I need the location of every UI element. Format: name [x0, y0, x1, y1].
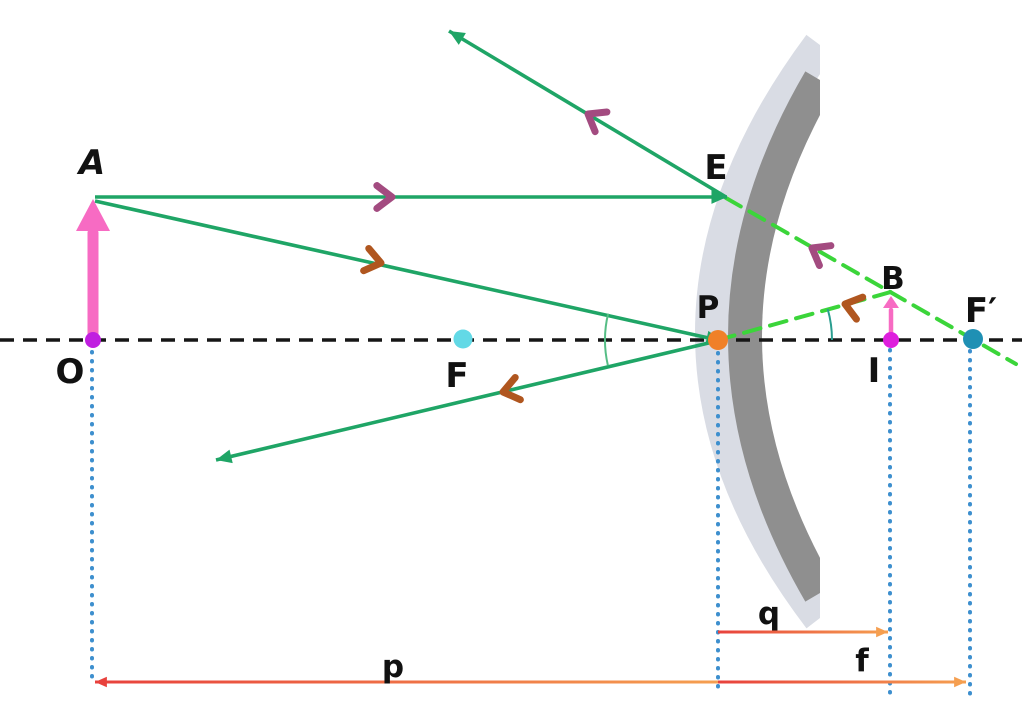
virtual-extension-lower: [716, 288, 900, 342]
cardinal-points-layer: [85, 329, 983, 350]
incidence-reflection-arc: [604, 313, 610, 366]
point-Fprime-dot: [963, 329, 983, 349]
chevron-extension-upper: [808, 242, 835, 269]
real-rays-layer: [94, 29, 727, 464]
label-B: B: [881, 261, 905, 297]
angle-arcs-layer: [604, 308, 833, 366]
dimension-f-arrowhead: [954, 676, 966, 688]
mirror-group: [695, 34, 820, 629]
mirror-layer: [695, 34, 820, 629]
chevron-reflected-lower: [499, 373, 524, 404]
guide-lines-layer: [90, 348, 972, 696]
chevron-reflected-upper: [584, 108, 611, 136]
virtual-angle-arc: [826, 308, 833, 341]
mirror-back-surface: [728, 71, 820, 602]
incident-central-ray: [94, 199, 723, 343]
label-I: I: [868, 351, 881, 391]
chevron-central-ray: [360, 244, 385, 275]
reflected-ray-upper-arrowhead: [449, 31, 466, 45]
object-image-arrows: [76, 199, 899, 339]
point-O-dot: [85, 332, 101, 348]
distance-arrows-layer: [95, 626, 966, 688]
reflected-ray-lower: [215, 339, 718, 462]
label-Fprime: F′: [965, 291, 997, 331]
label-q: q: [758, 596, 780, 632]
label-P: P: [697, 290, 720, 326]
point-F-dot: [453, 329, 473, 349]
dimension-q-arrowhead: [876, 626, 888, 638]
label-F: F: [445, 356, 468, 396]
label-E: E: [704, 148, 727, 188]
labels-layer: A O F P E B F′ Iq p f: [56, 143, 998, 685]
label-O: O: [56, 352, 85, 392]
label-f: f: [855, 643, 869, 679]
object-arrow-head: [76, 199, 110, 231]
dimension-p-arrowhead: [95, 676, 107, 688]
label-p: p: [382, 649, 404, 685]
chevron-parallel-ray: [373, 182, 396, 212]
incident-parallel-ray-arrowhead: [711, 190, 727, 204]
reflected-ray-lower-arrowhead: [216, 449, 233, 464]
label-A: A: [76, 143, 105, 183]
point-P-dot: [708, 330, 728, 350]
ray-direction-markers: [360, 108, 867, 404]
point-I-dot: [883, 332, 899, 348]
image-arrow-head: [883, 296, 899, 308]
chevron-extension-lower: [841, 293, 867, 323]
